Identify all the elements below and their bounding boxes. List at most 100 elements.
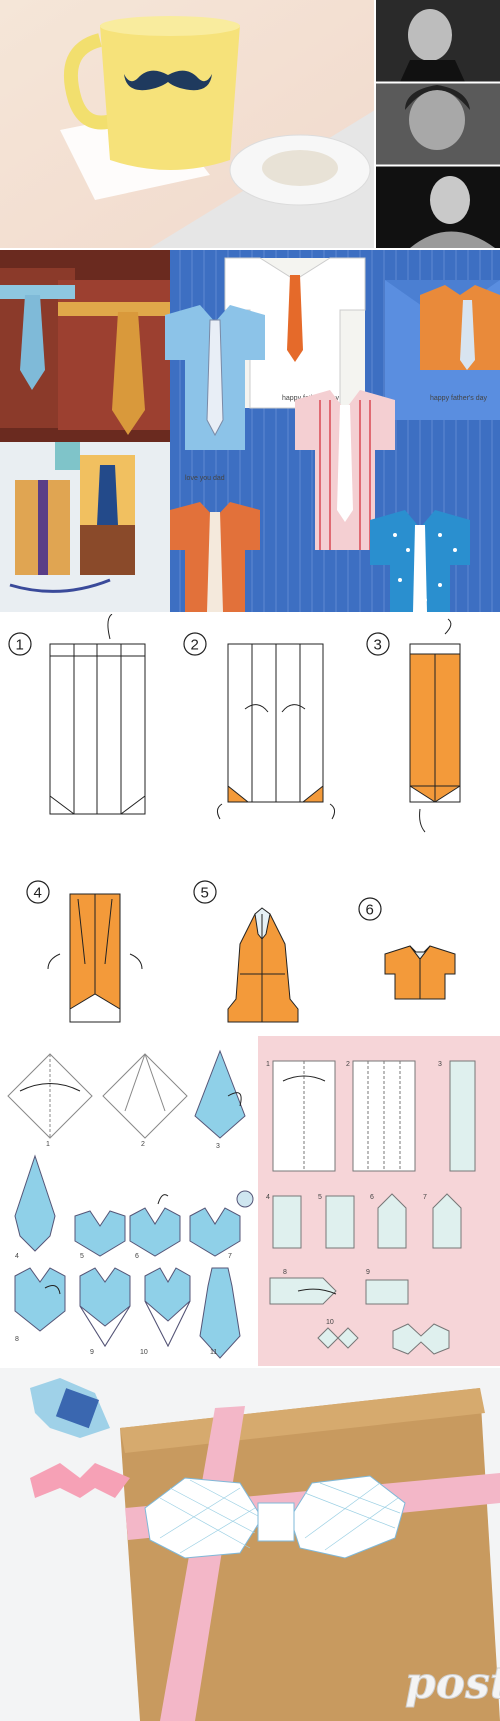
diagram-bowtie-steps: 1 2 3 4 5 6 7 8 9 10	[258, 1036, 500, 1366]
step-3-diagram	[409, 618, 461, 833]
tie-white	[337, 405, 353, 522]
portrait-1-face	[408, 9, 452, 61]
tie-step-8-number: 8	[15, 1336, 19, 1343]
bow-step-8	[269, 1277, 337, 1305]
bowtie-right-wing	[289, 1475, 406, 1559]
portrait-3-face	[430, 176, 470, 224]
bowtie-knot	[257, 1502, 295, 1542]
ribbon-purple	[38, 480, 48, 575]
tie-navy	[97, 465, 118, 540]
gifts-photo-svg: happy father's day happy father's day lo…	[0, 250, 500, 612]
step-3-number: 3	[374, 637, 382, 654]
tie-step-1-number: 1	[46, 1141, 50, 1148]
bow-step-5-number: 5	[318, 1194, 322, 1201]
diagram-shirt-steps: 1 2 3	[0, 614, 500, 1034]
step-4-number: 4	[34, 885, 42, 902]
mug-photo-svg	[0, 0, 500, 248]
tie-steps-svg: 1 2 3 4 5 6 7 8 9 10 11	[0, 1036, 258, 1366]
portrait-1-suit	[400, 60, 465, 82]
tie-orange-white	[207, 512, 223, 612]
step-5-circle	[193, 880, 217, 904]
bow-final	[392, 1323, 450, 1355]
tie-orange	[287, 275, 303, 362]
mug-handle	[63, 33, 118, 130]
pink-bow	[30, 1463, 130, 1498]
tie-step-7-number: 7	[228, 1253, 232, 1260]
bow-step-9-number: 9	[366, 1269, 370, 1276]
watermark-text: postila.ru	[405, 1658, 500, 1709]
photo-gifts-shirts: happy father's day happy father's day lo…	[0, 250, 500, 612]
step-1-diagram	[49, 614, 146, 815]
right-card-text: happy father's day	[430, 395, 487, 402]
ribbon-curl	[9, 578, 111, 593]
bow-step-6	[377, 1193, 407, 1249]
step-5-number: 5	[201, 885, 209, 902]
bowtie-steps-svg: 1 2 3 4 5 6 7 8 9 10	[258, 1036, 500, 1366]
bow-step-10-number: 10	[326, 1319, 334, 1326]
bow-step-4	[272, 1195, 302, 1249]
tie-step-11	[199, 1267, 241, 1359]
bow-step-2-number: 2	[346, 1061, 350, 1068]
step-3-circle	[366, 632, 390, 656]
photo-mug-portraits	[0, 0, 500, 248]
bow-step-8-number: 8	[283, 1269, 287, 1276]
step-2-number: 2	[191, 637, 199, 654]
bow-step-3-number: 3	[438, 1061, 442, 1068]
bow-step-7	[432, 1193, 462, 1249]
diagram-tie-steps: 1 2 3 4 5 6 7 8 9 10 11	[0, 1036, 258, 1366]
bow-step-1-number: 1	[266, 1061, 270, 1068]
tie-step-8	[14, 1267, 66, 1332]
ribbon-gold	[58, 302, 170, 316]
ribbon-blue	[0, 285, 75, 299]
photo-bowtie-gift: postila.ru	[0, 1368, 500, 1721]
tie-plaid	[460, 300, 475, 370]
gift-box-small	[55, 442, 80, 470]
step-2-circle	[183, 632, 207, 656]
tie-step-11-number: 11	[210, 1349, 217, 1356]
tie-blue	[20, 295, 45, 390]
step-1-number: 1	[16, 637, 24, 654]
shirt-steps-svg: 1 2 3	[0, 614, 500, 1034]
plate-food	[262, 150, 338, 186]
tie-gold	[112, 312, 145, 435]
bow-step-5	[325, 1195, 355, 1249]
yellow-mug	[100, 25, 240, 170]
tie-step-2	[102, 1053, 188, 1139]
shirt-orange-right	[420, 285, 500, 370]
step-6-number: 6	[366, 902, 374, 919]
gift-box-5	[80, 525, 135, 575]
tie-step-4-number: 4	[15, 1253, 19, 1260]
bowtie-photo-svg: postila.ru	[0, 1368, 500, 1721]
left-card-text: love you dad	[185, 475, 225, 482]
step-6-circle	[358, 897, 382, 921]
bow-step-3	[449, 1060, 476, 1172]
step-4-circle	[26, 880, 50, 904]
step-4-diagram	[47, 893, 143, 1023]
tie-step-9-number: 9	[90, 1349, 94, 1356]
bow-step-6-number: 6	[370, 1194, 374, 1201]
bowtie-left-wing	[144, 1477, 263, 1559]
portrait-3-shoulders	[410, 231, 495, 248]
tie-step-7	[189, 1207, 241, 1257]
tie-step-6-number: 6	[135, 1253, 139, 1260]
tie-blue-plaid	[206, 319, 224, 437]
step-6-diagram	[384, 945, 456, 1000]
tie-step-10-number: 10	[140, 1349, 148, 1356]
tie-step-2-number: 2	[141, 1141, 145, 1148]
portrait-2-hair	[405, 85, 470, 110]
bow-step-7-number: 7	[423, 1194, 427, 1201]
mug-rim	[100, 16, 240, 36]
tie-step-3	[194, 1049, 246, 1139]
portrait-2-face	[409, 90, 465, 150]
bow-step-4-number: 4	[266, 1194, 270, 1201]
tie-step-6	[129, 1207, 181, 1257]
mustache-icon	[124, 70, 212, 91]
tie-step-5-number: 5	[80, 1253, 84, 1260]
bow-step-9	[365, 1279, 409, 1305]
tie-white-2	[413, 525, 427, 612]
tie-step-4	[14, 1154, 56, 1252]
step-5-diagram	[227, 907, 299, 1023]
step-2-diagram	[216, 643, 336, 820]
tie-step-3-number: 3	[216, 1143, 220, 1150]
step-1-circle	[8, 632, 32, 656]
